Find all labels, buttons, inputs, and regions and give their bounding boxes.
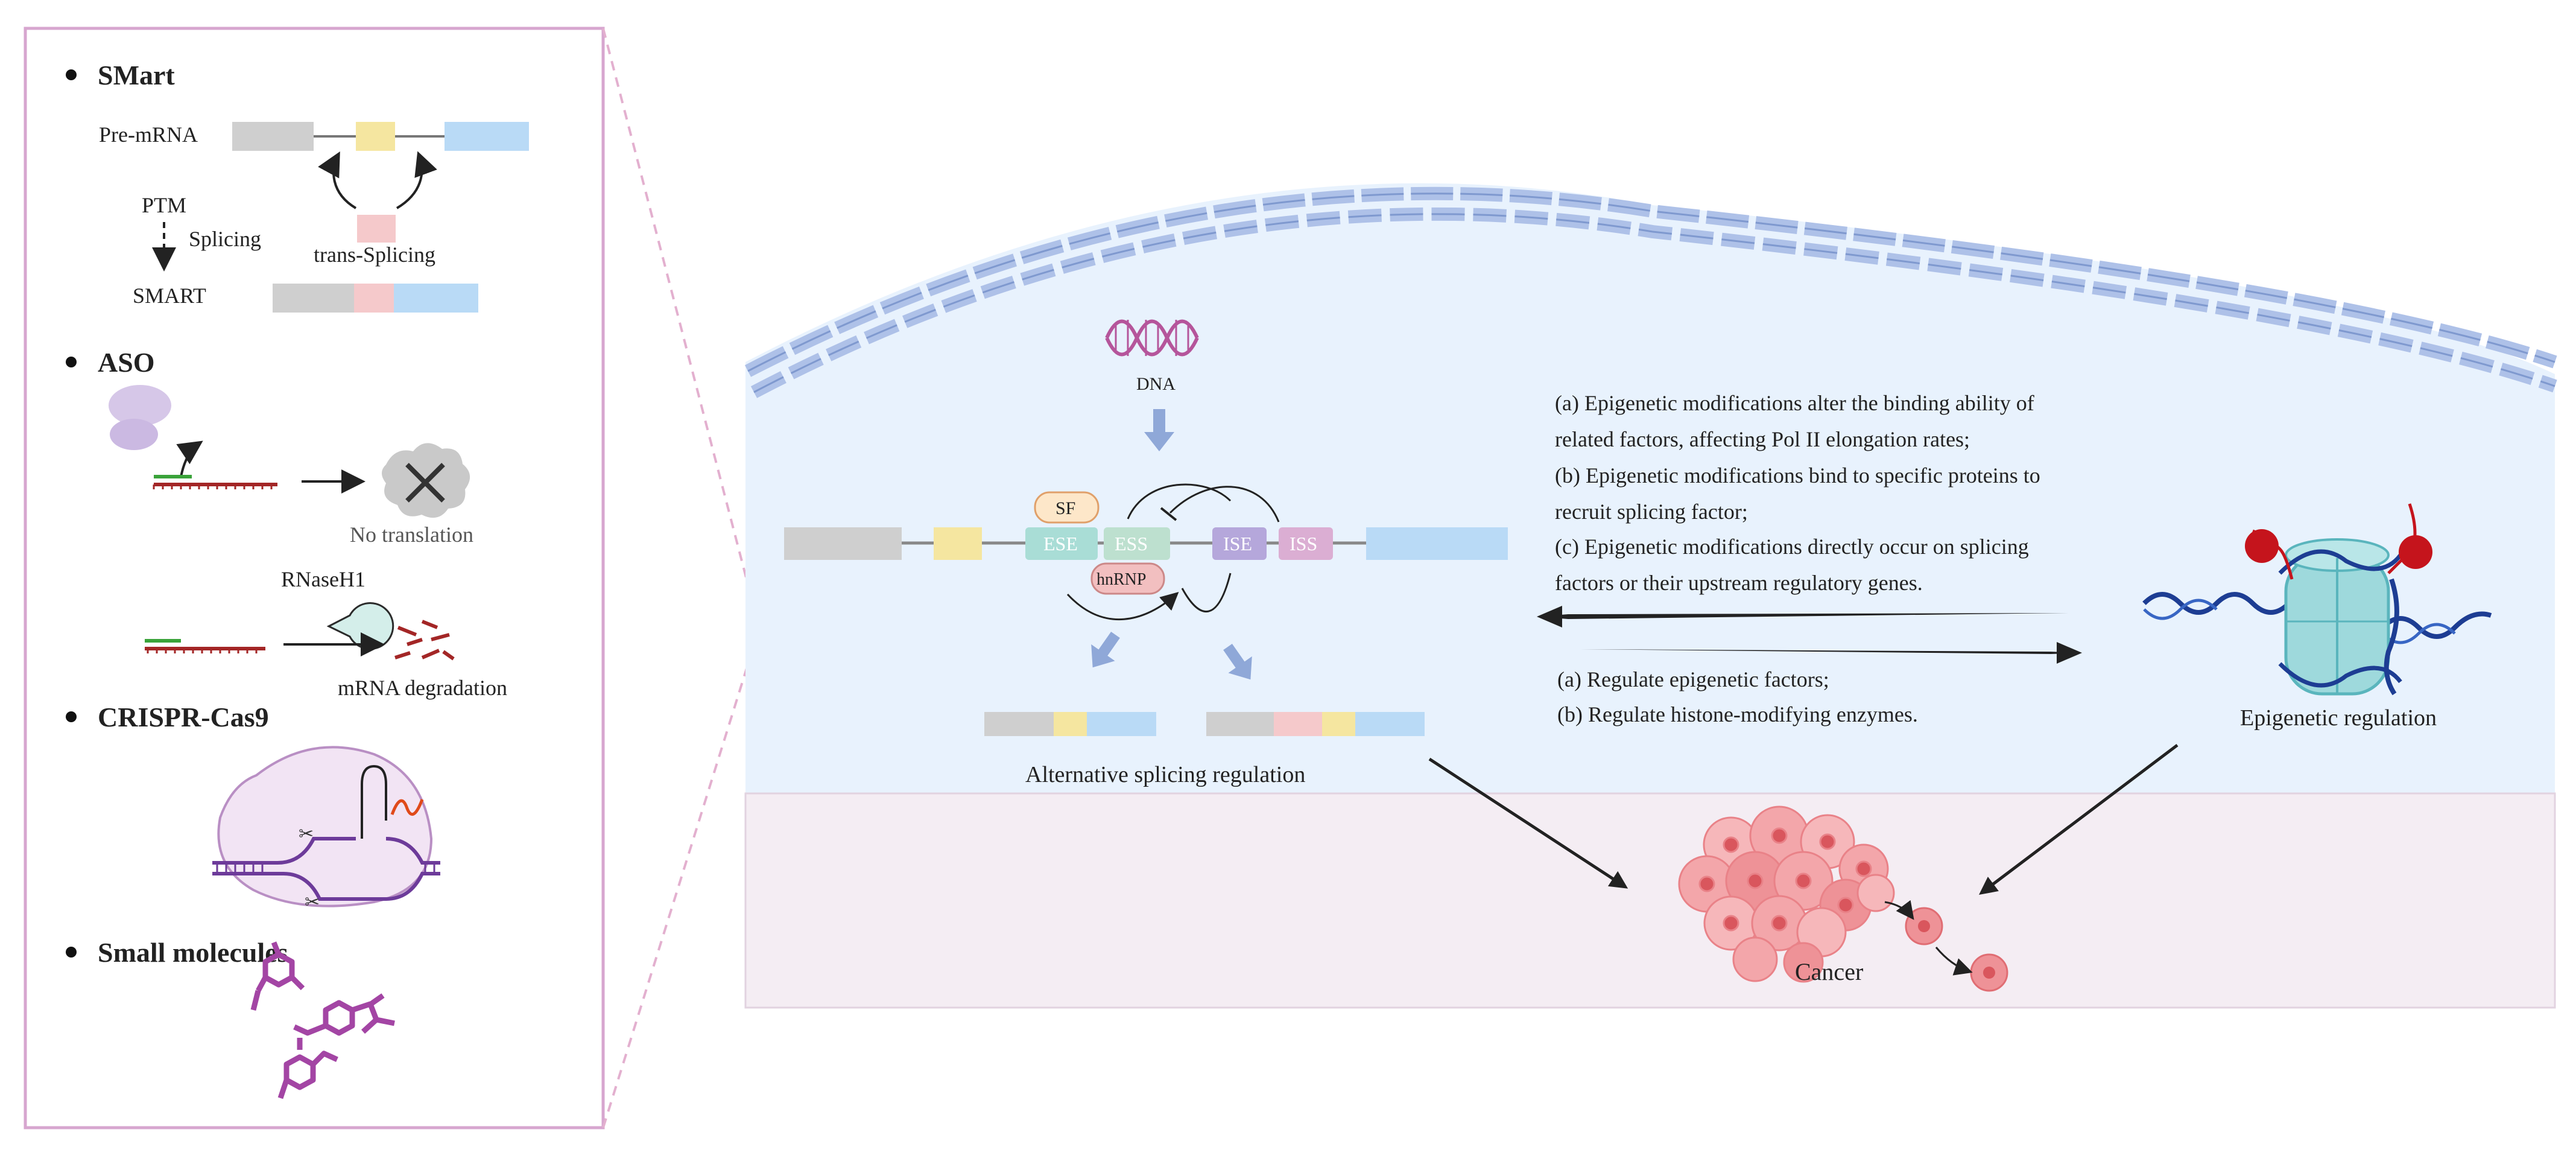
gene-exon-blue — [1366, 527, 1508, 560]
ese-element — [1025, 527, 1098, 560]
ptm-label: PTM — [142, 193, 186, 217]
trans-splicing-arrow-left — [318, 151, 357, 209]
ess-element — [1104, 527, 1170, 560]
isoform1-exon-grey — [984, 712, 1054, 736]
bullet-smart — [66, 69, 77, 80]
smart-title: SMart — [98, 60, 175, 91]
metastasis-cell-2 — [1970, 953, 2008, 992]
crispr-cas9-icon: ✂ ✂ — [212, 746, 440, 912]
small-molecules-title: Small molecules — [98, 937, 288, 968]
alt-splicing-label: Alternative splicing regulation — [1025, 762, 1305, 787]
trans-splicing-label: trans-Splicing — [314, 243, 435, 267]
isoform2-exon-yellow — [1322, 712, 1355, 736]
isoform1-exon-blue — [1087, 712, 1156, 736]
svg-text:✂: ✂ — [305, 892, 320, 912]
trans-splicing-arrow-right — [396, 151, 437, 209]
reverse-effect-b: (b) Regulate histone-modifying enzymes. — [1557, 702, 1918, 726]
gene-exon-yellow — [934, 527, 982, 560]
smart-exon-pink — [354, 284, 394, 313]
pre-mrna-label: Pre-mRNA — [99, 122, 198, 147]
sf-protein — [1034, 491, 1100, 524]
svg-text:recruit splicing factor;: recruit splicing factor; — [1555, 500, 1748, 524]
epigenetic-label: Epigenetic regulation — [2240, 705, 2437, 731]
mrna-fragments-icon — [394, 620, 455, 661]
svg-text:(a) Epigenetic modifications a: (a) Epigenetic modifications alter the b… — [1555, 391, 2034, 415]
smart-label: SMART — [133, 284, 206, 308]
inhibition-arc-top — [1169, 486, 1280, 523]
rnaseh1-label: RNaseH1 — [281, 567, 366, 591]
zoom-line-bottom — [602, 633, 759, 1128]
splicing-to-cancer-arrow — [1428, 757, 1628, 889]
activation-arc-bottom-2 — [1181, 573, 1232, 612]
isoform2-exon-pink — [1274, 712, 1322, 736]
reverse-effect-a: (a) Regulate epigenetic factors; — [1557, 667, 1829, 691]
bullet-small-molecules — [66, 947, 77, 958]
iss-label: ISS — [1290, 533, 1317, 554]
crispr-title: CRISPR-Cas9 — [98, 702, 269, 732]
dna-down-arrow — [1144, 409, 1174, 451]
sf-label: SF — [1055, 498, 1075, 518]
pre-mrna-exon-yellow — [356, 122, 395, 151]
inhibition-bar — [1160, 507, 1177, 521]
ribosome-release-arrow — [176, 440, 203, 477]
trans-splicing-exon-pink — [357, 215, 396, 243]
splicing-to-epigenetic-arrowhead — [2057, 642, 2082, 664]
splicing-label: Splicing — [189, 227, 261, 251]
small-molecule-structures-icon — [250, 941, 395, 1099]
ise-label: ISE — [1223, 533, 1252, 554]
epigenetic-to-splicing-arrow — [1537, 613, 2069, 619]
metastasis-arrow-1 — [1884, 900, 1914, 920]
bullet-crispr — [66, 711, 77, 722]
aso-rnaseh-mrna-icon — [145, 639, 265, 653]
aso-title: ASO — [98, 347, 155, 378]
ess-label: ESS — [1115, 533, 1148, 554]
forward-effects-text: (a) Epigenetic modifications alter the b… — [1555, 391, 2040, 595]
svg-text:(c) Epigenetic modifications d: (c) Epigenetic modifications directly oc… — [1555, 535, 2029, 559]
smart-exon-grey — [273, 284, 354, 313]
splice-arrow-right — [1223, 643, 1252, 680]
nuclear-membrane — [744, 186, 2557, 398]
svg-text:related factors, affecting Pol: related factors, affecting Pol II elonga… — [1555, 427, 1970, 451]
isoform1-exon-yellow — [1054, 712, 1087, 736]
no-translation-icon — [382, 443, 470, 518]
dna-helix-icon — [1105, 319, 1199, 357]
iss-element — [1279, 527, 1333, 560]
cancer-label: Cancer — [1795, 958, 1863, 985]
isoform2-exon-grey — [1206, 712, 1274, 736]
no-translation-label: No translation — [350, 523, 473, 547]
pre-mrna-exon-blue — [445, 122, 529, 151]
gene-exon-grey — [784, 527, 902, 560]
isoform2-exon-blue — [1355, 712, 1425, 736]
splicing-to-epigenetic-arrow — [1580, 649, 2082, 654]
hnrnp-label: hnRNP — [1097, 570, 1146, 589]
svg-text:(b) Epigenetic modifications b: (b) Epigenetic modifications bind to spe… — [1555, 463, 2040, 488]
cancer-cluster-icon — [1678, 805, 1895, 983]
pre-mrna-exon-grey — [232, 122, 314, 151]
smart-exon-blue — [394, 284, 478, 313]
nucleosome-icon — [2142, 503, 2492, 696]
aso-bound-mrna-icon — [153, 475, 277, 489]
cytoplasm-region — [744, 792, 2556, 1009]
metastasis-arrow-2 — [1935, 947, 1973, 976]
activation-arc-top — [1127, 483, 1232, 519]
activation-arc-bottom — [1066, 591, 1179, 621]
epigenetic-to-splicing-arrowhead — [1537, 606, 1562, 627]
svg-text:✂: ✂ — [299, 824, 314, 844]
mrna-degradation-label: mRNA degradation — [338, 676, 507, 700]
bullet-aso — [66, 357, 77, 367]
zoom-line-top — [602, 28, 759, 622]
epigenetic-to-cancer-arrow — [1979, 744, 2179, 895]
ese-label: ESE — [1043, 533, 1078, 554]
ise-element — [1212, 527, 1267, 560]
svg-text:factors or their upstream regu: factors or their upstream regulatory gen… — [1555, 571, 1923, 595]
splice-arrow-left — [1091, 631, 1120, 668]
hnrnp-protein — [1090, 562, 1165, 595]
left-panel-frame — [24, 27, 605, 1129]
dna-label: DNA — [1136, 374, 1176, 394]
metastasis-cell-1 — [1905, 907, 1943, 945]
ribosome-icon — [109, 385, 171, 450]
